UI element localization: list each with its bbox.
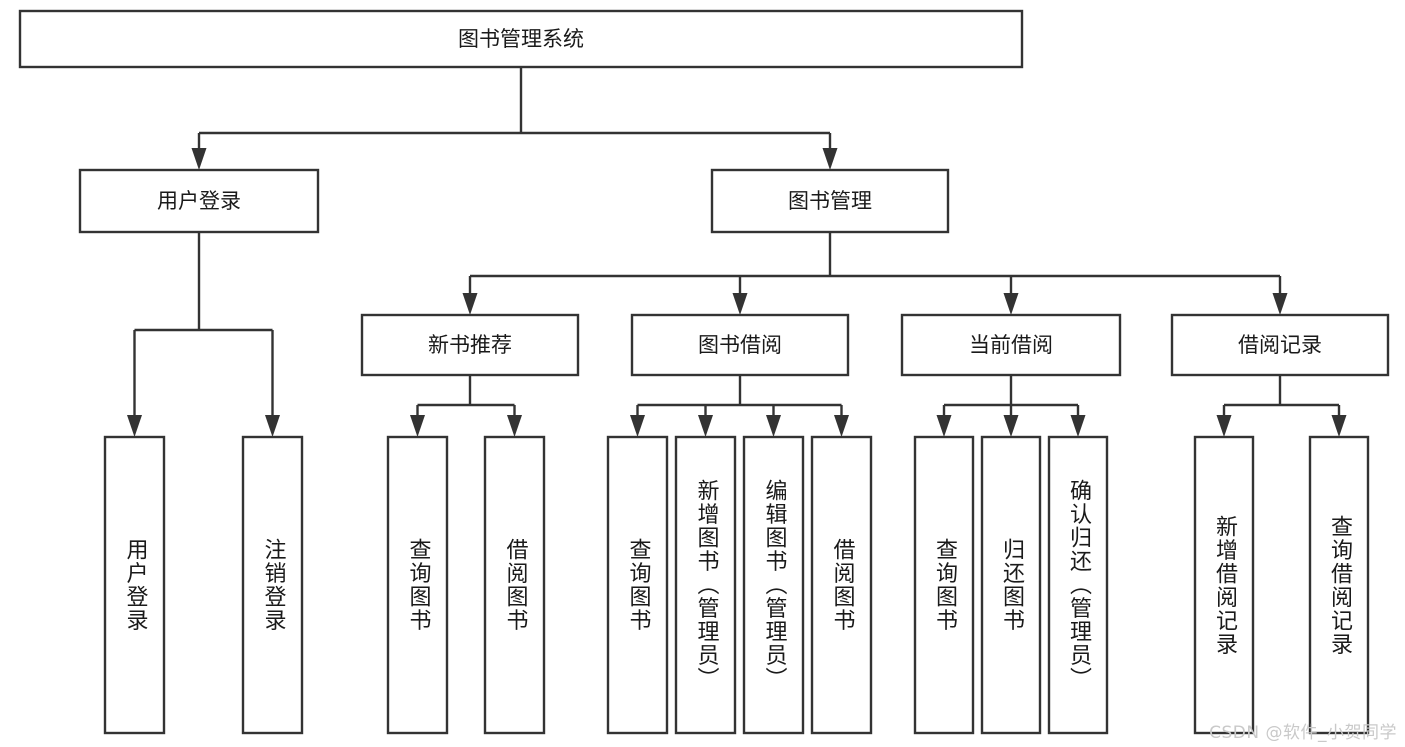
node-box-leaf-query-record[interactable] [1308, 435, 1370, 735]
arrow-head-icon [1003, 293, 1019, 315]
connector-group-current-borrow [936, 375, 1086, 437]
connector-group-book-manage [462, 232, 1288, 315]
node-label-book-manage: 图书管理 [788, 189, 872, 213]
node-label-new-book-rec: 新书推荐 [428, 333, 512, 357]
node-box-leaf-confirm-return[interactable] [1047, 435, 1109, 735]
node-box-borrow-record[interactable] [1170, 313, 1390, 377]
arrow-head-icon [834, 415, 849, 437]
node-box-leaf-borrow-book[interactable] [810, 435, 873, 735]
node-box-leaf-return-book[interactable] [980, 435, 1042, 735]
arrow-head-icon [1003, 415, 1019, 437]
node-box-root[interactable] [18, 9, 1024, 69]
arrow-head-icon [1331, 415, 1347, 437]
arrow-head-icon [936, 415, 952, 437]
connector-group-new-book-rec [410, 375, 522, 437]
arrow-head-icon [1070, 415, 1086, 437]
node-label-borrow-record: 借阅记录 [1238, 333, 1322, 357]
arrow-head-icon [630, 415, 645, 437]
node-box-leaf-query-book-rec[interactable] [386, 435, 449, 735]
node-box-book-manage[interactable] [710, 168, 950, 234]
arrow-head-icon [698, 415, 713, 437]
arrow-head-icon [265, 415, 280, 437]
node-box-leaf-add-book[interactable] [674, 435, 737, 735]
node-box-leaf-borrow-book-rec[interactable] [483, 435, 546, 735]
arrow-head-icon [462, 293, 478, 315]
node-box-user-login[interactable] [78, 168, 320, 234]
connector-group-book-borrow [630, 375, 849, 437]
connector-group-root [191, 67, 838, 170]
node-box-leaf-query-book-borrow[interactable] [606, 435, 669, 735]
node-box-leaf-add-record[interactable] [1193, 435, 1255, 735]
arrow-head-icon [1272, 293, 1288, 315]
node-box-current-borrow[interactable] [900, 313, 1122, 377]
node-box-leaf-user-login[interactable] [103, 435, 166, 735]
node-box-leaf-edit-book[interactable] [742, 435, 805, 735]
node-label-user-login: 用户登录 [157, 189, 241, 213]
arrow-head-icon [766, 415, 781, 437]
node-label-current-borrow: 当前借阅 [969, 333, 1053, 357]
connector-group-borrow-record [1216, 375, 1347, 437]
node-box-new-book-rec[interactable] [360, 313, 580, 377]
node-label-book-borrow: 图书借阅 [698, 333, 782, 357]
connector-group-user-login [127, 232, 280, 437]
arrow-head-icon [732, 293, 748, 315]
node-box-leaf-query-book-current[interactable] [913, 435, 975, 735]
arrow-head-icon [191, 148, 207, 170]
arrow-head-icon [410, 415, 425, 437]
arrow-head-icon [127, 415, 142, 437]
arrow-head-icon [822, 148, 838, 170]
node-label-root: 图书管理系统 [458, 27, 584, 51]
node-box-leaf-logout[interactable] [241, 435, 304, 735]
node-box-book-borrow[interactable] [630, 313, 850, 377]
arrow-head-icon [507, 415, 522, 437]
arrow-head-icon [1216, 415, 1232, 437]
